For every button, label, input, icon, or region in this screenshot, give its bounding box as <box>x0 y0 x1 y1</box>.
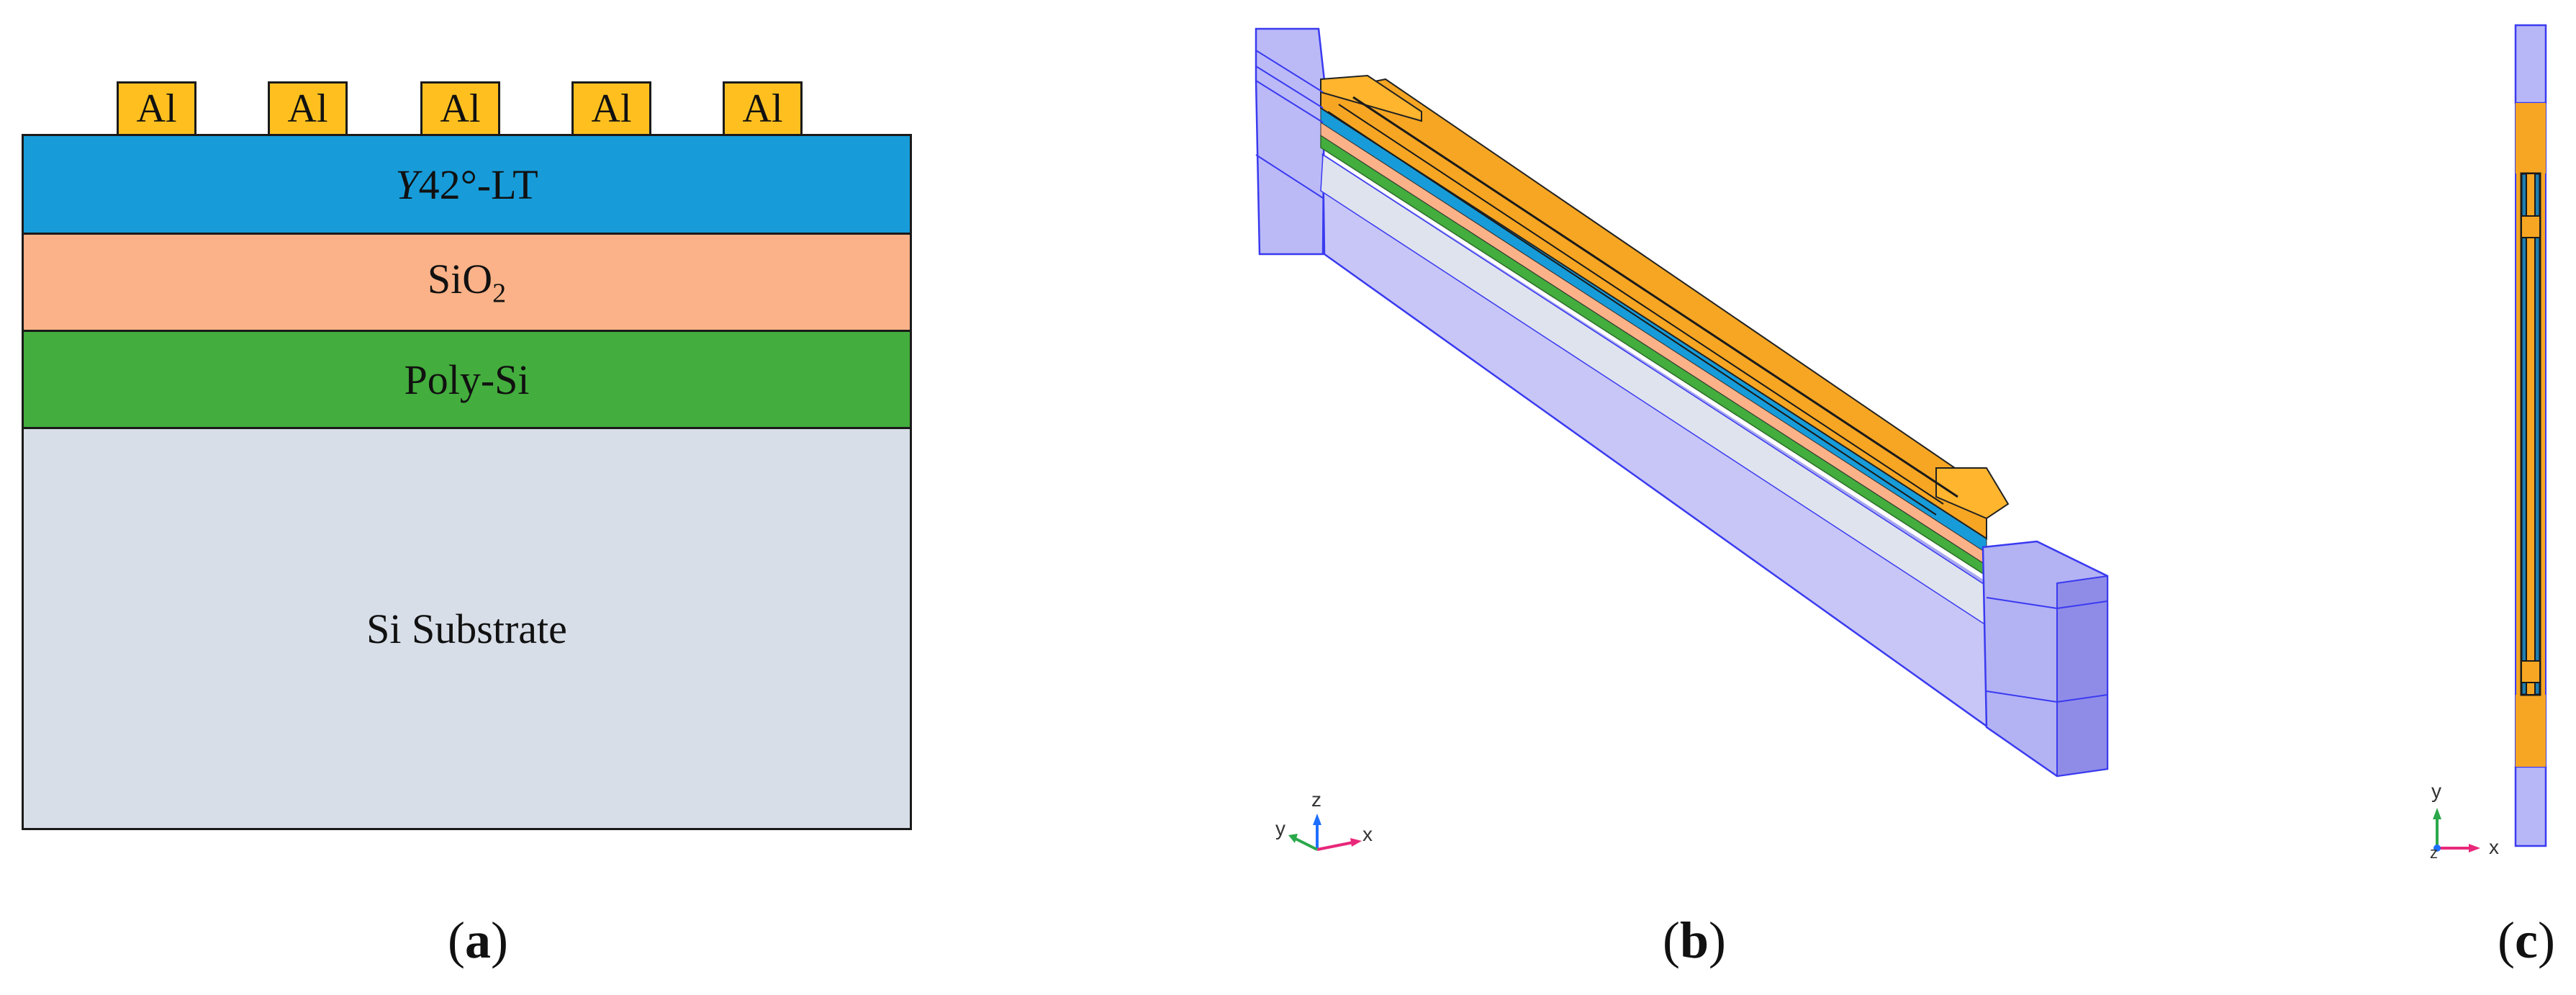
panel-a-cross-section: Al Al Al Al Al Y42°-LT SiO2 Poly-Si Si S… <box>0 0 936 995</box>
si-substrate-layer: Si Substrate <box>22 427 912 830</box>
finger-gap-bottom <box>2521 660 2541 683</box>
si-substrate-label: Si Substrate <box>366 605 567 652</box>
pml-bottom <box>2514 765 2547 847</box>
busbar-bottom <box>2516 695 2546 767</box>
pml-divider <box>1986 597 2058 609</box>
pml-top <box>2514 24 2547 104</box>
piezo-layer-lt: Y42°-LT <box>22 134 912 235</box>
axis-z-label: z <box>2430 844 2438 862</box>
pml-divider <box>1986 690 2058 703</box>
pml-divider <box>2056 694 2108 703</box>
pml-divider <box>1255 66 1324 109</box>
axis-triad-c: y x z <box>2430 780 2499 862</box>
finger-gap-top <box>2521 215 2541 238</box>
finger-inner <box>2526 173 2536 695</box>
busbar-top <box>2516 103 2546 174</box>
pml-divider <box>2056 600 2108 609</box>
axis-triad-b: z x y <box>1275 788 1373 851</box>
finger-line <box>1352 96 1958 498</box>
axis-x-label: x <box>1362 823 1373 845</box>
al-electrode: Al <box>571 81 651 136</box>
axis-y-label: y <box>1275 817 1285 839</box>
pml-divider <box>1255 80 1324 123</box>
poly-si-layer: Poly-Si <box>22 330 912 429</box>
al-electrode: Al <box>723 81 803 136</box>
al-electrode: Al <box>420 81 500 136</box>
pml-divider <box>1255 50 1324 93</box>
al-electrode: Al <box>117 81 196 136</box>
axis-y-label: y <box>2431 780 2441 802</box>
axis-z-label: z <box>1311 788 1321 811</box>
pml-right-side <box>2056 575 2108 778</box>
axis-x-label: x <box>2489 836 2499 858</box>
finger-line <box>1338 104 1944 505</box>
pml-divider <box>1255 154 1324 199</box>
poly-si-layer-label: Poly-Si <box>404 356 530 403</box>
caption-a: (a) <box>448 911 508 969</box>
sio2-layer: SiO2 <box>22 233 912 332</box>
piezo-layer-label: Y42°-LT <box>395 161 538 208</box>
caption-b: (b) <box>1663 911 1727 969</box>
bus-pad-right <box>1935 467 2010 520</box>
finger-line <box>1327 111 1937 515</box>
sio2-layer-label: SiO2 <box>427 256 507 309</box>
caption-c: (c) <box>2498 911 2555 969</box>
